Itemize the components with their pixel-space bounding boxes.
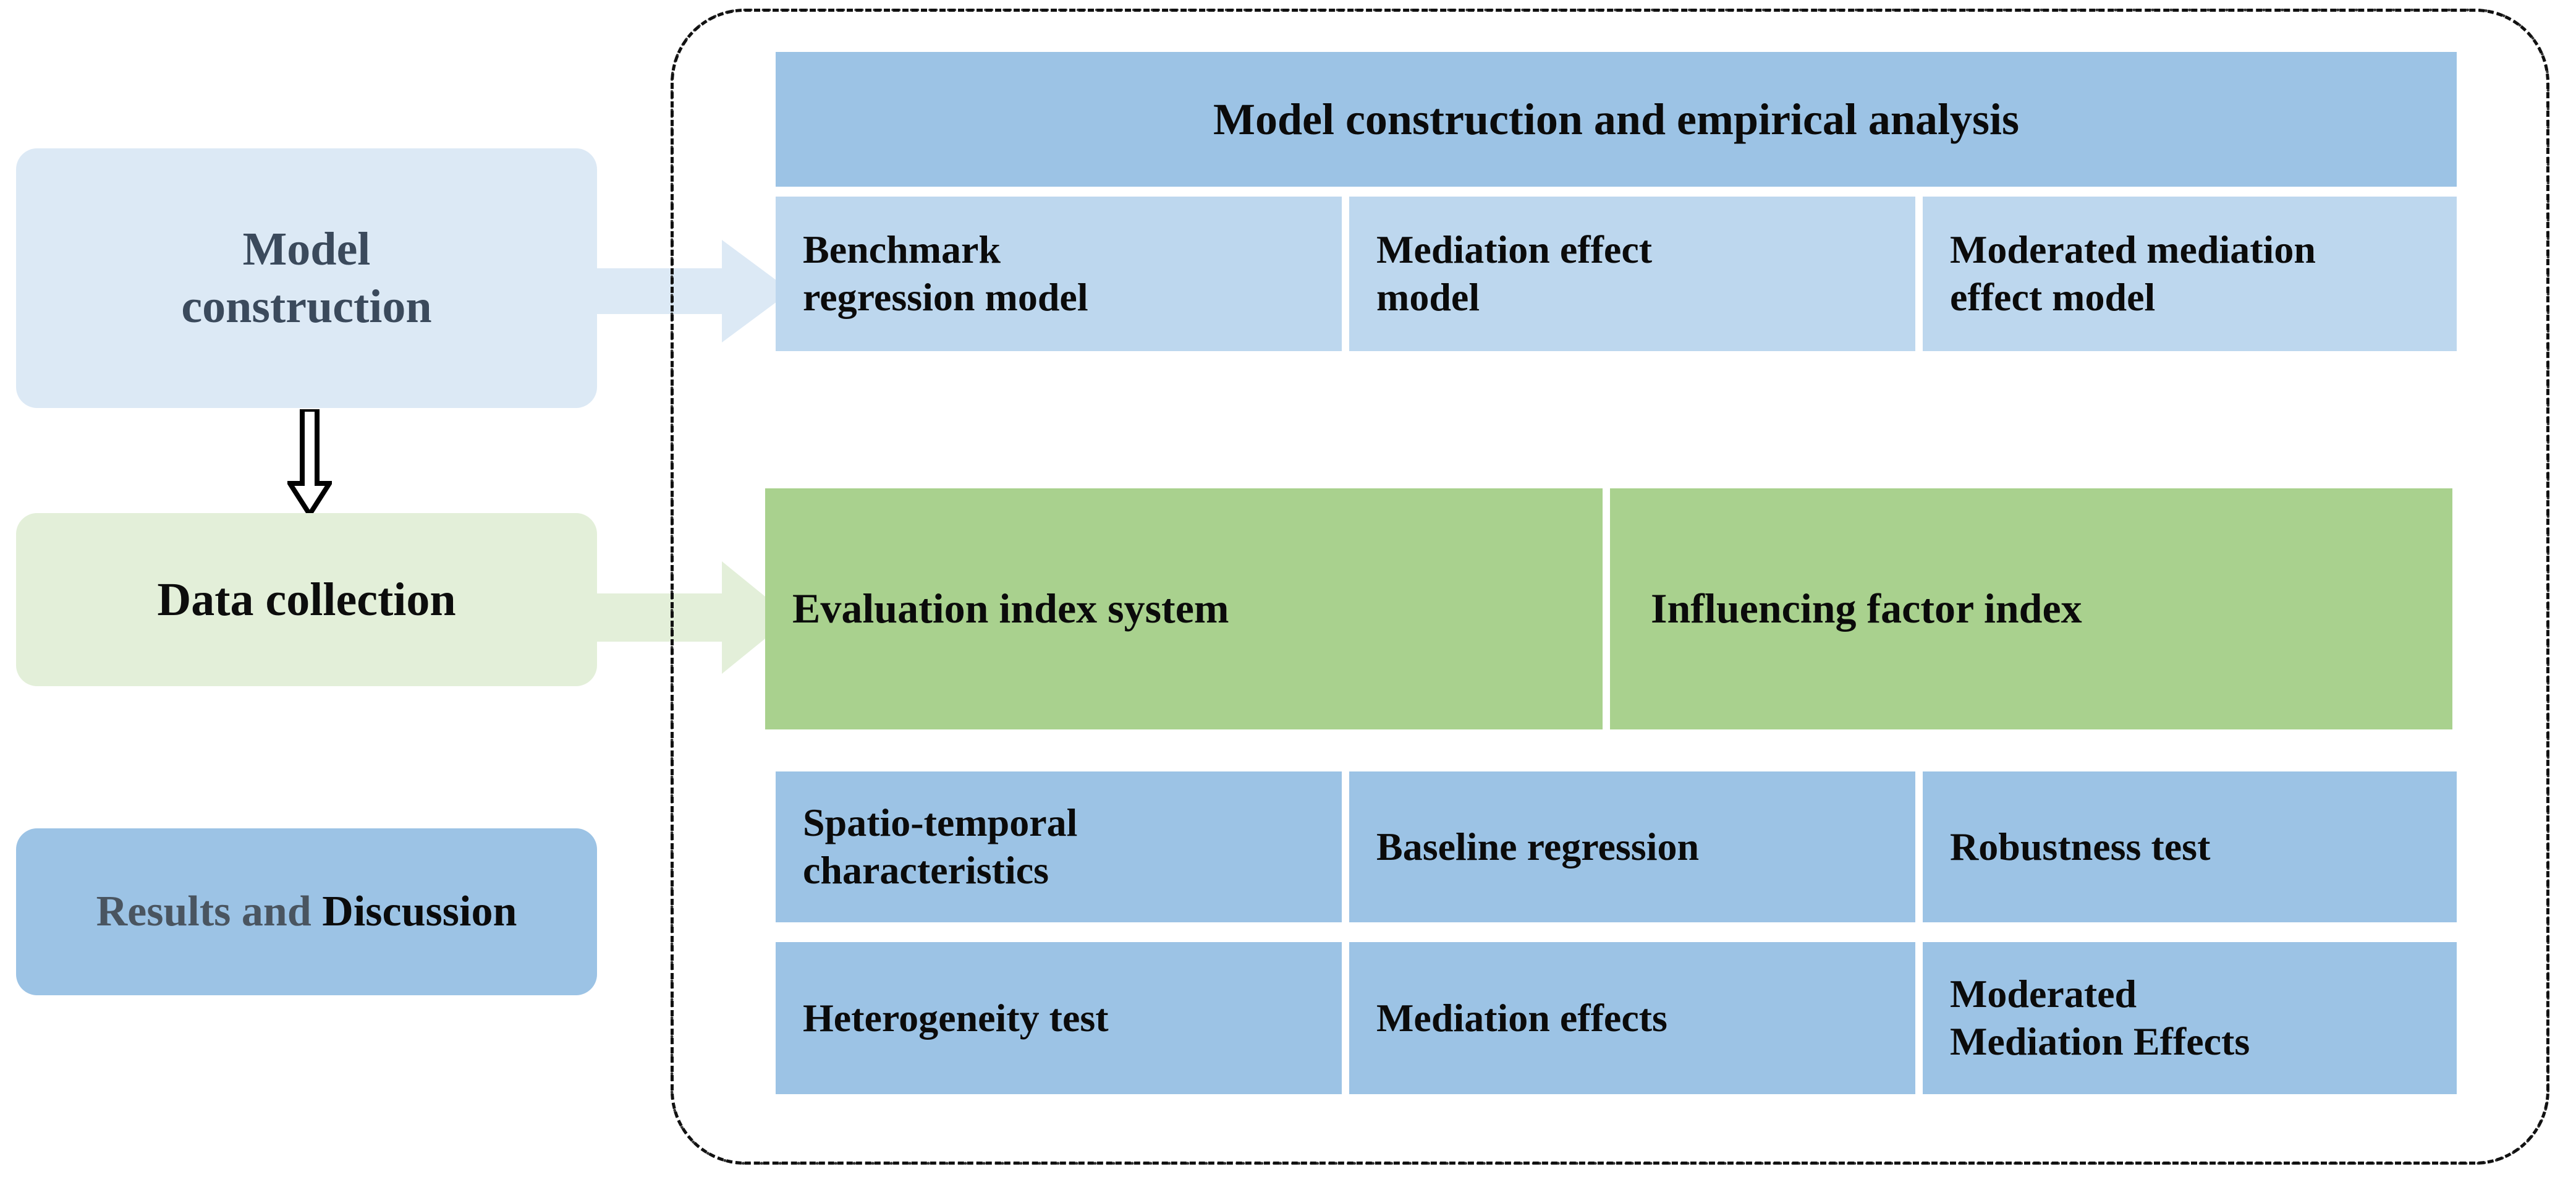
results-cell-heterogeneity-test-label: Heterogeneity test: [803, 995, 1109, 1040]
card-model-construction[interactable]: Model construction: [16, 148, 597, 408]
results-cell-heterogeneity-test[interactable]: Heterogeneity test: [776, 942, 1342, 1094]
model-cell-mediation-effect[interactable]: Mediation effect model: [1349, 197, 1915, 351]
model-row: Benchmark regression model Mediation eff…: [776, 197, 2457, 351]
card-data-collection[interactable]: Data collection: [16, 513, 597, 686]
model-cell-moderated-mediation-effect[interactable]: Moderated mediation effect model: [1923, 197, 2457, 351]
results-label-part-a: Results and: [96, 888, 323, 936]
panel-header-row: Model construction and empirical analysi…: [776, 52, 2457, 187]
card-results-discussion[interactable]: Results and Discussion: [16, 828, 597, 995]
arrow-down-outline-icon: [287, 409, 332, 516]
model-cell-benchmark-regression-label: Benchmark regression model: [803, 227, 1088, 319]
panel-header-cell[interactable]: Model construction and empirical analysi…: [776, 52, 2457, 187]
card-model-construction-label: Model construction: [181, 223, 432, 333]
results-cell-robustness-test[interactable]: Robustness test: [1923, 771, 2457, 922]
card-data-collection-label: Data collection: [157, 573, 456, 626]
index-cell-influencing-factor-index-label: Influencing factor index: [1651, 585, 2082, 632]
results-cell-baseline-regression-label: Baseline regression: [1376, 824, 1700, 869]
model-cell-moderated-mediation-effect-label: Moderated mediation effect model: [1950, 227, 2316, 319]
results-cell-robustness-test-label: Robustness test: [1950, 824, 2211, 869]
empirical-framework-panel: [671, 9, 2549, 1165]
model-cell-benchmark-regression[interactable]: Benchmark regression model: [776, 197, 1342, 351]
index-cell-evaluation-index-system-label: Evaluation index system: [792, 585, 1229, 632]
index-row: Evaluation index system Influencing fact…: [765, 488, 2452, 729]
results-cell-moderated-mediation-effects-label: Moderated Mediation Effects: [1950, 972, 2250, 1063]
index-cell-evaluation-index-system[interactable]: Evaluation index system: [765, 488, 1603, 729]
results-cell-mediation-effects-label: Mediation effects: [1376, 995, 1667, 1040]
block-arrow-right-to-model-row: [581, 240, 791, 342]
results-cell-mediation-effects[interactable]: Mediation effects: [1349, 942, 1915, 1094]
results-label-part-b: Discussion: [322, 888, 517, 936]
results-cell-spatio-temporal-characteristics-label: Spatio-temporal characteristics: [803, 801, 1078, 892]
panel-header-title: Model construction and empirical analysi…: [1213, 94, 2019, 144]
card-results-discussion-label: Results and Discussion: [96, 885, 517, 938]
model-cell-mediation-effect-label: Mediation effect model: [1376, 227, 1653, 319]
results-cell-baseline-regression[interactable]: Baseline regression: [1349, 771, 1915, 922]
panel-dotted-border: [671, 9, 2549, 1165]
results-row-2: Heterogeneity test Mediation effects Mod…: [776, 942, 2457, 1094]
results-cell-moderated-mediation-effects[interactable]: Moderated Mediation Effects: [1923, 942, 2457, 1094]
results-cell-spatio-temporal-characteristics[interactable]: Spatio-temporal characteristics: [776, 771, 1342, 922]
block-arrow-right-to-index-row: [581, 561, 791, 674]
results-row-1: Spatio-temporal characteristics Baseline…: [776, 771, 2457, 922]
index-cell-influencing-factor-index[interactable]: Influencing factor index: [1610, 488, 2452, 729]
